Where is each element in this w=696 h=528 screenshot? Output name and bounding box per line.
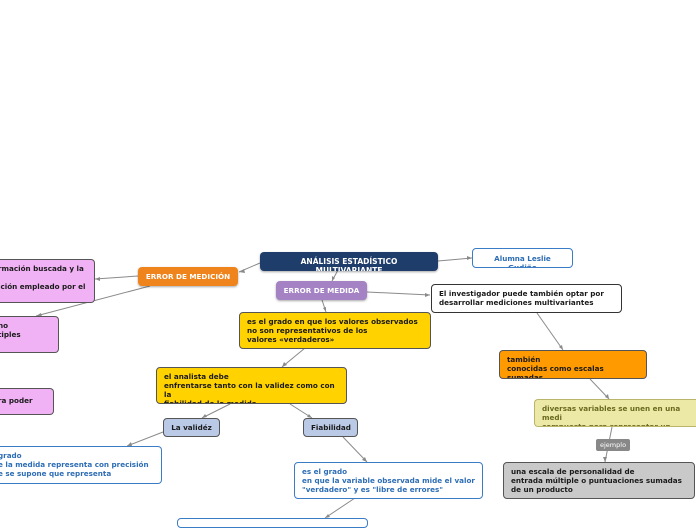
author-node[interactable]: Alumna Leslie Gudiño [472,248,573,268]
grado-valores-node[interactable]: es el grado en que los valores observado… [239,312,431,349]
link-analista-validez [201,403,231,419]
link-central-author [437,257,473,262]
pink-node-3[interactable]: ra poder [0,388,54,415]
diversas-node[interactable]: diversas variables se unen en una medi c… [534,399,696,427]
pink-node-1[interactable]: rmación buscada y la ición empleado por … [0,259,95,303]
link-validez-def [126,431,164,447]
link-error-medicion-pink1 [94,275,139,280]
link-fiabilidad-def-next [324,497,356,519]
escala-node[interactable]: una escala de personalidad de entrada mú… [503,462,695,499]
pink-node-2[interactable]: no tiples [0,316,59,353]
validez-definition-node[interactable]: grado e la medida representa con precisi… [0,446,162,484]
fiabilidad-definition-node[interactable]: es el grado en que la variable observada… [294,462,483,499]
tambien-node[interactable]: también conocidas como escalas sumadas [499,350,647,379]
link-error-medida-investigador [366,291,431,296]
link-fiabilidad-def [342,436,368,463]
ejemplo-label: ejemplo [596,439,631,451]
link-investigador-tambien [536,312,564,351]
error-medicion-node[interactable]: ERROR DE MEDICIÓN [138,267,238,286]
validez-node[interactable]: La validéz [163,418,220,437]
investigador-node[interactable]: El investigador puede también optar por … [431,284,622,313]
fiabilidad-node[interactable]: Fiabilidad [303,418,358,437]
link-tambien-diversas [589,378,610,400]
analista-node[interactable]: el analista debe enfrentarse tanto con l… [156,367,347,404]
central-topic[interactable]: ANÁLISIS ESTADÍSTICO MULTIVARIANTE [260,252,438,271]
error-medida-node[interactable]: ERROR DE MEDIDA [276,281,367,300]
